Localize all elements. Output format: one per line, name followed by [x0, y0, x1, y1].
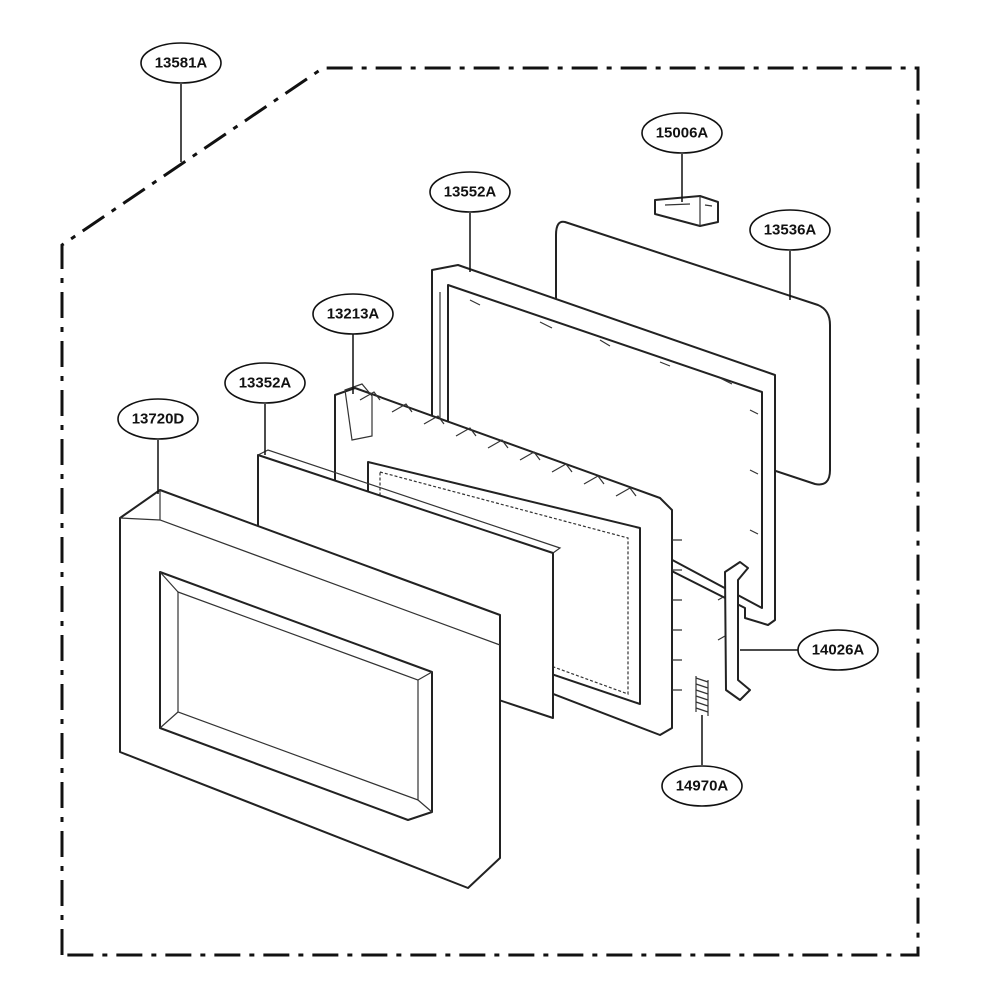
- callout-13352A: 13352A: [224, 362, 306, 404]
- door-frame-part: [431, 264, 776, 626]
- leader-lines: [157, 84, 800, 765]
- callout-label: 13352A: [239, 375, 292, 392]
- latch-key-part: [654, 195, 719, 227]
- callout-15006A: 15006A: [641, 112, 723, 154]
- callout-label: 13213A: [327, 306, 380, 323]
- callout-13213A: 13213A: [312, 293, 394, 335]
- callout-14026A: 14026A: [797, 629, 879, 671]
- callout-label: 14026A: [812, 642, 865, 659]
- callout-13536A: 13536A: [749, 209, 831, 251]
- callout-13552A: 13552A: [429, 171, 511, 213]
- callout-13581A: 13581A: [140, 42, 222, 84]
- callout-label: 13552A: [444, 184, 497, 201]
- callout-label: 14970A: [676, 778, 729, 795]
- spring-part: [695, 676, 709, 716]
- door-screen-part: [119, 489, 501, 889]
- callout-label: 13581A: [155, 55, 208, 72]
- callout-14970A: 14970A: [661, 765, 743, 807]
- latch-lever-part: [717, 561, 751, 701]
- callout-label: 15006A: [656, 125, 709, 142]
- callout-13720D: 13720D: [117, 398, 199, 440]
- assembly-boundary: [60, 66, 920, 957]
- callout-label: 13720D: [132, 411, 185, 428]
- callout-label: 13536A: [764, 222, 817, 239]
